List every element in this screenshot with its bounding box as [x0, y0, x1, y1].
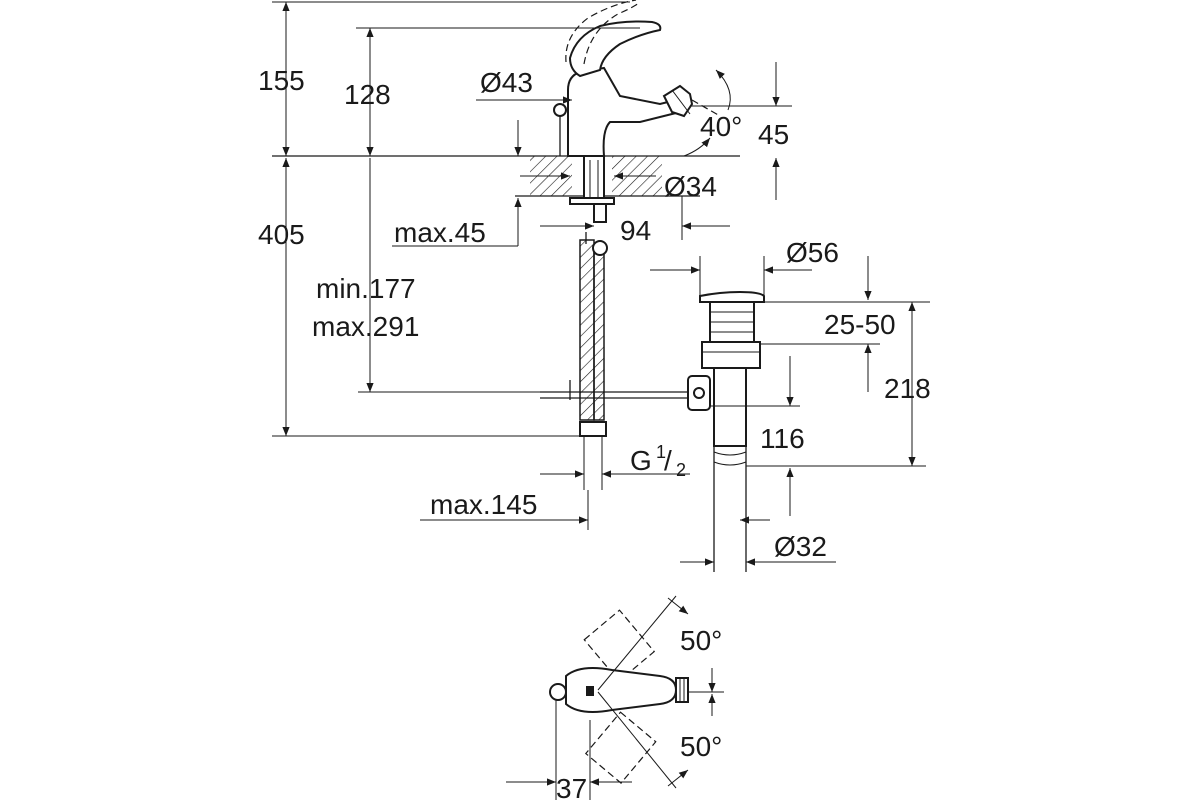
label-max-45: max.45: [394, 217, 486, 248]
label-116: 116: [760, 423, 805, 454]
hose-connector: [592, 240, 608, 256]
handle-top-view: [506, 595, 724, 800]
popup-knob: [553, 103, 567, 117]
lever-raised-dashed: [565, 0, 637, 63]
label-25-50: 25-50: [824, 309, 896, 340]
label-g-thread-numerator: 1: [656, 442, 666, 462]
label-diameter-43: Ø43: [480, 67, 533, 98]
handle-marker: [586, 686, 594, 696]
nozzle-axis-dashed: [691, 99, 721, 117]
label-max-145: max.145: [430, 489, 537, 520]
label-218: 218: [884, 373, 931, 404]
shank: [583, 155, 605, 203]
waste-flange: [699, 290, 765, 303]
lever-handle: [568, 20, 662, 78]
swing-line-front: [597, 691, 677, 789]
rod-connector-screw: [693, 387, 705, 399]
flex-hose-2: [593, 249, 605, 421]
lever-raised-dashed-2: [583, 1, 641, 65]
label-g-thread-denominator: 2: [676, 460, 686, 480]
flex-hose: [579, 239, 595, 421]
label-50-degrees-back: 50°: [680, 625, 722, 656]
label-g-thread: G: [630, 445, 652, 476]
arrow-back: [667, 597, 689, 615]
label-diameter-56: Ø56: [786, 237, 839, 268]
label-94: 94: [620, 215, 651, 246]
label-g-thread-slash: /: [664, 445, 672, 476]
handle-swing-back-dashed: [583, 609, 656, 682]
label-50-degrees-front: 50°: [680, 731, 722, 762]
popup-knob-top: [549, 683, 567, 701]
label-155: 155: [258, 65, 305, 96]
label-40-degrees: 40°: [700, 111, 742, 142]
faucet-side-view: [272, 0, 740, 437]
tailpiece-break-1: [713, 451, 747, 456]
waste-body-lower: [713, 367, 747, 447]
tailpiece-break-2: [713, 461, 747, 466]
label-min-177: min.177: [316, 273, 416, 304]
dim-40deg-2: [683, 137, 711, 157]
bidet-nozzle: [662, 84, 694, 118]
handle-body-top: [565, 667, 678, 713]
handle-swing-front-dashed: [584, 711, 657, 784]
dim-40deg: [715, 69, 731, 111]
nozzle-detail: [671, 89, 691, 115]
mixer-body: [567, 66, 682, 157]
label-37: 37: [556, 773, 587, 800]
waste-nut: [701, 341, 761, 369]
hose-nut: [579, 421, 607, 437]
label-diameter-32: Ø32: [774, 531, 827, 562]
label-max-291: max.291: [312, 311, 419, 342]
popup-waste: [687, 290, 765, 572]
label-128: 128: [344, 79, 391, 110]
label-diameter-34: Ø34: [664, 171, 717, 202]
swing-line-back: [597, 595, 677, 691]
nozzle-top: [675, 677, 689, 703]
label-405: 405: [258, 219, 305, 250]
dimension-labels: 155 128 Ø43 40° 45 Ø34 94 max.45 405 min…: [258, 65, 931, 800]
label-45: 45: [758, 119, 789, 150]
arrow-front: [667, 769, 689, 787]
shank-bottom: [593, 203, 607, 223]
mounting-nut: [569, 197, 615, 205]
dimension-lines: [272, 1, 930, 566]
